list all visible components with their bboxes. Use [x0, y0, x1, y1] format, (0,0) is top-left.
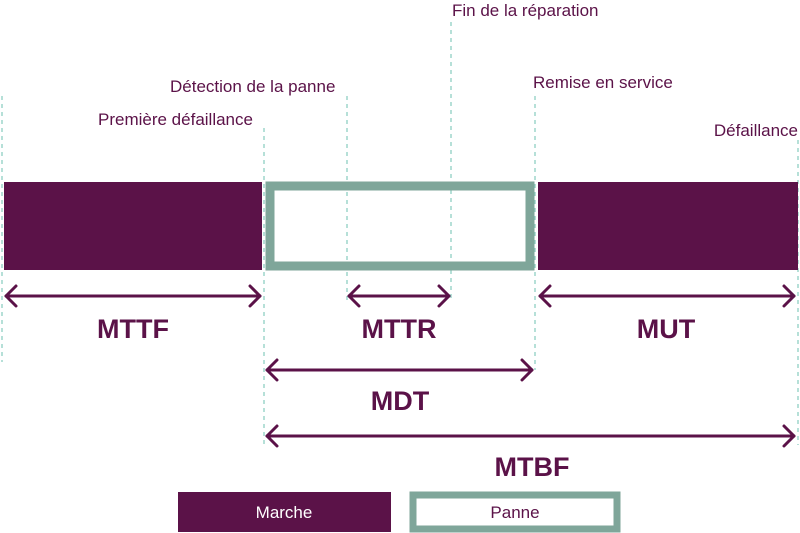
- panne-bar: [265, 181, 535, 271]
- label-mttr: MTTR: [362, 314, 437, 344]
- legend-panne-label: Panne: [490, 503, 539, 522]
- label-mdt: MDT: [371, 386, 430, 416]
- label-mut: MUT: [637, 314, 696, 344]
- arrow-mut: [538, 284, 796, 308]
- marche-bar-right: [538, 182, 798, 270]
- arrow-mdt: [265, 358, 534, 382]
- label-fin-reparation: Fin de la réparation: [452, 1, 598, 20]
- label-premiere-defaillance: Première défaillance: [98, 110, 253, 129]
- legend-marche-swatch: [178, 492, 391, 532]
- arrow-mttr: [347, 284, 451, 308]
- legend-marche-label: Marche: [256, 503, 313, 522]
- label-defaillance: Défaillance: [714, 121, 798, 140]
- legend: Marche Panne: [178, 491, 621, 533]
- label-mttf: MTTF: [97, 314, 169, 344]
- label-remise-service: Remise en service: [533, 73, 673, 92]
- legend-panne-swatch: [409, 491, 621, 533]
- label-detection: Détection de la panne: [170, 77, 335, 96]
- label-mtbf: MTBF: [495, 452, 570, 482]
- arrow-mtbf: [265, 424, 796, 448]
- arrow-mttf: [4, 284, 262, 308]
- marche-bar-left: [4, 182, 262, 270]
